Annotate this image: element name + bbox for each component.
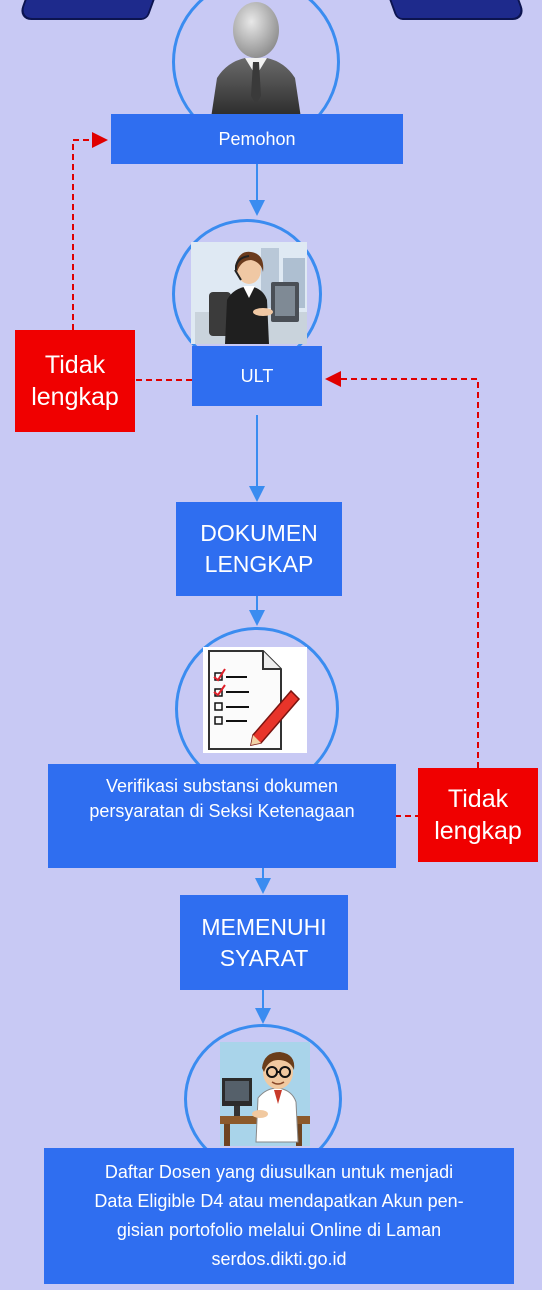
pemohon-box: Pemohon — [111, 114, 403, 164]
rejection-left-line-1: Tidak — [44, 351, 106, 379]
dokumen-lengkap-line-2: LENGKAP — [204, 551, 314, 577]
ult-box: ULT — [192, 346, 322, 406]
receptionist-with-headset-icon — [191, 242, 307, 344]
daftar-line-4: serdos.dikti.go.id — [211, 1249, 347, 1269]
daftar-box: Daftar Dosen yang diusulkan untuk menjad… — [44, 1148, 514, 1284]
dokumen-lengkap-box: DOKUMEN LENGKAP — [176, 502, 342, 596]
rejection-box-right: Tidak lengkap — [418, 768, 538, 862]
daftar-line-1: Daftar Dosen yang diusulkan untuk menjad… — [104, 1162, 454, 1182]
rejection-box-left: Tidak lengkap — [15, 330, 135, 432]
daftar-line-2: Data Eligible D4 atau mendapatkan Akun p… — [94, 1191, 464, 1211]
rejection-line-left-up — [72, 132, 108, 330]
daftar-line-3: gisian portofolio melalui Online di Lama… — [116, 1220, 442, 1240]
dokumen-lengkap-line-1: DOKUMEN — [200, 520, 318, 546]
verifikasi-line-1: Verifikasi substansi dokumen — [105, 776, 339, 796]
ult-label: ULT — [240, 365, 274, 386]
memenuhi-syarat-box: MEMENUHI SYARAT — [180, 895, 348, 990]
memenuhi-syarat-line-1: MEMENUHI — [201, 913, 327, 940]
man-at-computer-icon — [220, 1042, 310, 1146]
person-silhouette-icon — [207, 0, 305, 118]
rejection-right-line-1: Tidak — [447, 785, 509, 813]
verifikasi-line-2: persyaratan di Seksi Ketenagaan — [89, 801, 355, 821]
verifikasi-box: Verifikasi substansi dokumen persyaratan… — [48, 764, 396, 868]
checklist-with-pencil-icon — [203, 647, 307, 753]
rejection-line-right-up — [325, 371, 479, 768]
pemohon-label: Pemohon — [218, 128, 296, 149]
rejection-left-line-2: lengkap — [31, 383, 119, 411]
memenuhi-syarat-line-2: SYARAT — [219, 944, 309, 971]
rejection-right-line-2: lengkap — [434, 817, 522, 845]
